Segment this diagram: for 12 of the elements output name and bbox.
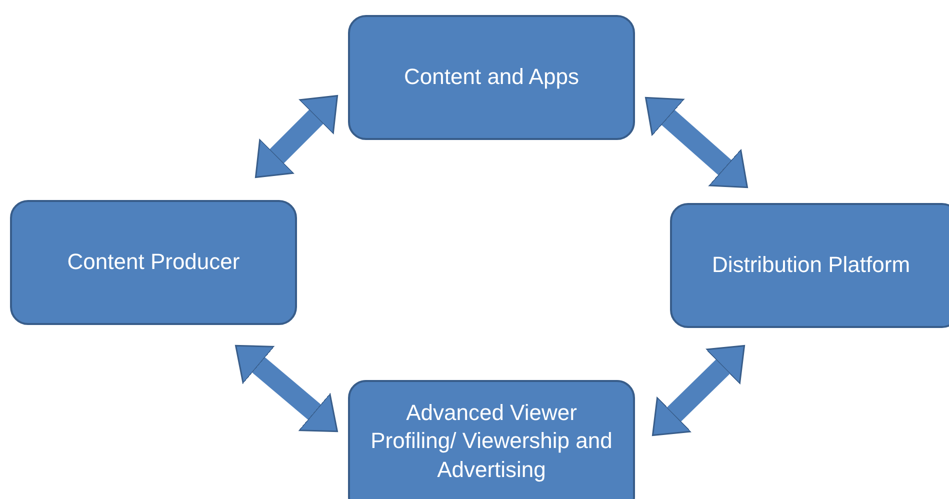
process-box xyxy=(348,380,635,499)
box-label: Advanced Viewer Profiling/ Viewership and Advertising xyxy=(370,398,614,484)
box-label: Content Producer xyxy=(67,248,240,276)
process-box xyxy=(670,203,949,328)
double-arrow xyxy=(235,344,338,432)
double-arrow xyxy=(652,344,746,436)
double-arrow xyxy=(254,94,338,178)
box-label: Content and Apps xyxy=(404,63,579,92)
double-arrow xyxy=(645,96,748,188)
box-label: Distribution Platform xyxy=(712,251,910,280)
process-box xyxy=(348,15,635,140)
process-box xyxy=(10,200,297,325)
